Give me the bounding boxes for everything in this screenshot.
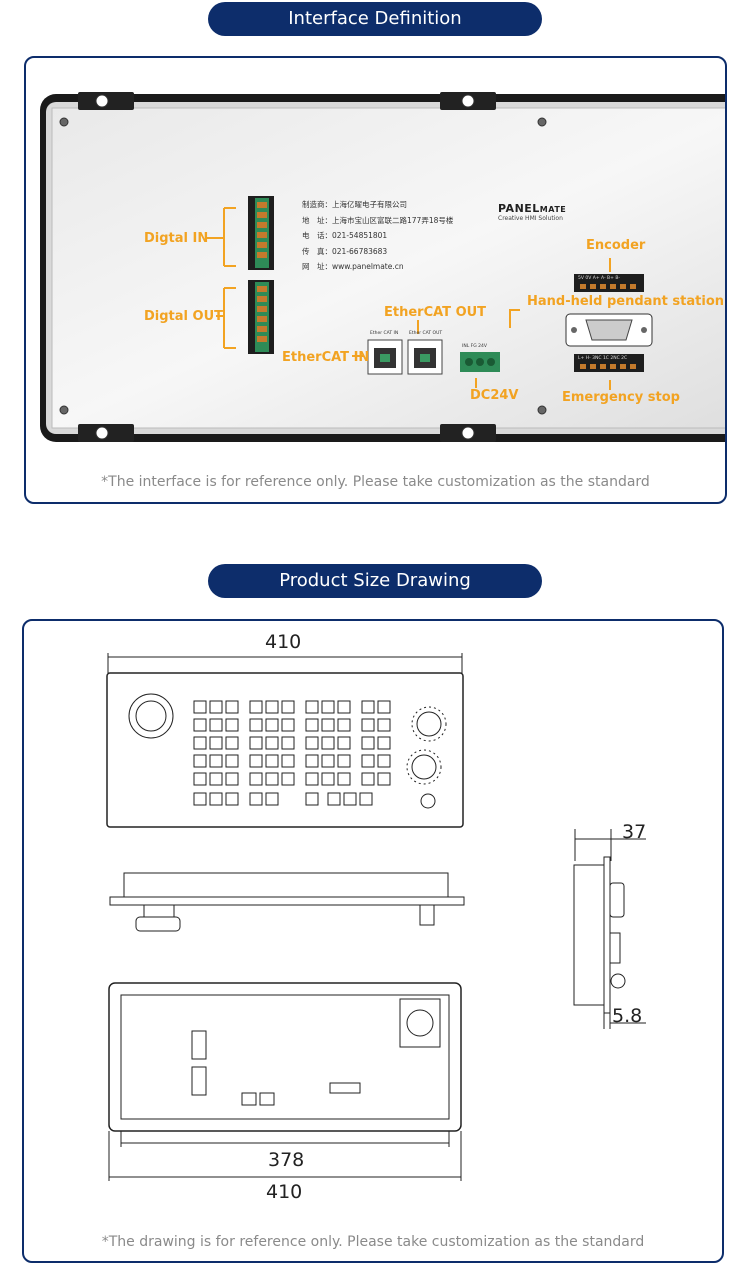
label-dc24v: DC24V [470, 388, 519, 403]
dim-depth: 37 [622, 821, 647, 843]
dim-inner-width: 378 [268, 1149, 305, 1171]
label-digital-in: Digtal IN [144, 231, 209, 246]
brand-logo: PANELMATE Creative HMI Solution [498, 202, 566, 222]
label-digital-out: Digtal OUT [144, 309, 223, 324]
estop-pin-label: L+ H- 3NC 1C 2NC 2C [578, 356, 628, 361]
maker-info: 制造商：上海亿曜电子有限公司 地 址：上海市宝山区富联二路177弄18号楼 电 … [302, 197, 453, 275]
brand-tagline: Creative HMI Solution [498, 215, 563, 222]
maker-line: 制造商：上海亿曜电子有限公司 [302, 200, 407, 209]
interface-frame: 制造商：上海亿曜电子有限公司 地 址：上海市宝山区富联二路177弄18号楼 电 … [24, 56, 727, 504]
label-emergency-stop: Emergency stop [562, 390, 680, 405]
maker-line: 网 址：www.panelmate.cn [302, 262, 404, 271]
brand-part2: MATE [539, 205, 567, 214]
size-drawing-illustration [106, 653, 646, 1181]
maker-line: 传 真：021-66783683 [302, 246, 388, 256]
maker-line: 电 话：021-54851801 [302, 231, 388, 240]
power-port-label: INL FG 24V [462, 344, 487, 349]
label-encoder: Encoder [586, 238, 646, 253]
dim-bottom-width: 410 [266, 1181, 303, 1203]
encoder-pin-label: 5V 0V A+ A- B+ B- [578, 276, 621, 281]
label-ethercat-out: EtherCAT OUT [384, 305, 487, 320]
dim-thickness: 5.8 [612, 1005, 643, 1027]
ecat-out-port-label: Ether CAT OUT [409, 331, 443, 336]
drawing-note: *The drawing is for reference only. Plea… [101, 1234, 645, 1250]
label-handheld: Hand-held pendant station [527, 294, 724, 309]
brand-part1: PANEL [498, 202, 540, 215]
interface-definition-title: Interface Definition [208, 2, 542, 36]
product-size-title: Product Size Drawing [208, 564, 542, 598]
key-grid [193, 700, 391, 806]
dim-top-width: 410 [265, 631, 302, 653]
label-ethercat-in: EtherCAT IN [282, 350, 370, 365]
interface-note: *The interface is for reference only. Pl… [101, 474, 650, 490]
maker-line: 地 址：上海市宝山区富联二路177弄18号楼 [302, 215, 454, 225]
size-drawing-frame: 410 37 5.8 378 410 *The drawing is for r… [22, 619, 724, 1263]
ecat-in-port-label: Ether CAT IN [370, 331, 399, 336]
panel-back-illustration [40, 92, 725, 442]
